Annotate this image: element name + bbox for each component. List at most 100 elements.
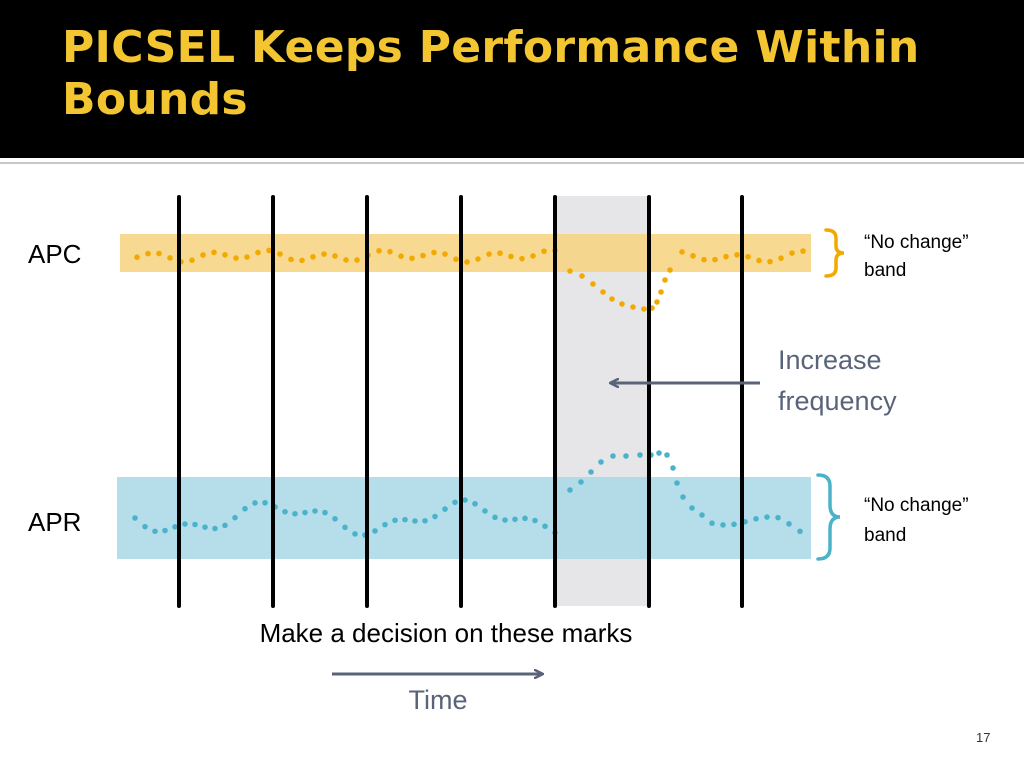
series-dot	[167, 255, 173, 261]
series-dot	[680, 494, 686, 500]
series-dot	[637, 452, 643, 458]
series-dot	[182, 521, 188, 527]
series-dot	[442, 251, 448, 257]
series-dot	[690, 253, 696, 259]
series-dot	[522, 515, 528, 522]
series-dot	[701, 256, 707, 263]
decision-marks	[177, 195, 744, 608]
series-dot	[679, 249, 685, 255]
series-dot	[453, 256, 459, 263]
series-dot	[192, 521, 198, 528]
series-dot	[431, 249, 437, 256]
apr-band-label: “No change” band	[864, 495, 974, 546]
apc-band-label-line2: band	[864, 260, 906, 281]
series-dot	[578, 479, 584, 485]
series-dot	[409, 255, 415, 262]
series-dot	[670, 465, 676, 471]
apr-no-change-band	[117, 477, 811, 559]
series-dot	[288, 256, 294, 263]
series-dot	[610, 453, 616, 459]
series-dot	[567, 487, 573, 493]
apc-band-label-line1: “No change”	[864, 232, 969, 253]
series-dot	[630, 304, 636, 310]
series-dot	[492, 514, 498, 521]
series-dot	[156, 250, 162, 257]
series-dot	[472, 500, 478, 507]
series-dot	[222, 522, 228, 529]
series-dot	[753, 515, 759, 522]
series-dot	[623, 453, 629, 459]
apc-row-label: APC	[28, 239, 81, 269]
series-dot	[134, 254, 140, 261]
series-dot	[786, 521, 792, 527]
apr-row-label: APR	[28, 507, 81, 537]
series-dot	[342, 524, 348, 531]
series-dot	[262, 499, 268, 506]
series-dot	[277, 251, 283, 257]
series-dot	[723, 253, 729, 260]
series-dot	[789, 250, 795, 256]
series-dot	[764, 514, 770, 520]
apc-band-label: “No change” band	[864, 232, 974, 281]
series-dot	[200, 252, 206, 258]
series-dot	[667, 267, 673, 273]
series-dot	[398, 253, 404, 259]
series-dot	[202, 524, 208, 530]
series-dot	[800, 248, 806, 254]
increase-frequency-label: Increase frequency	[778, 345, 897, 416]
series-dot	[664, 452, 670, 458]
series-dot	[232, 514, 238, 521]
series-dot	[689, 505, 695, 511]
series-dot	[392, 517, 398, 524]
apr-series	[132, 450, 803, 538]
series-dot	[699, 512, 705, 518]
series-dot	[222, 251, 228, 258]
series-dot	[745, 253, 751, 260]
series-dot	[432, 513, 438, 520]
apc-band-brace	[824, 228, 845, 278]
series-dot	[619, 301, 625, 307]
series-dot	[720, 522, 726, 528]
series-dot	[541, 248, 547, 255]
time-label: Time	[409, 685, 468, 715]
series-dot	[376, 247, 382, 254]
series-dot	[588, 469, 594, 475]
decision-marks-caption: Make a decision on these marks	[260, 618, 633, 648]
series-dot	[292, 510, 298, 517]
series-dot	[486, 251, 492, 257]
series-dot	[674, 480, 680, 486]
series-dot	[475, 256, 481, 262]
series-dot	[464, 259, 470, 265]
series-dot	[352, 531, 358, 537]
apc-no-change-band	[120, 234, 811, 272]
series-dot	[654, 299, 660, 305]
apr-band-label-line2: band	[864, 525, 906, 546]
series-dot	[145, 250, 151, 257]
series-dot	[387, 248, 393, 255]
series-dot	[497, 250, 503, 256]
series-dot	[462, 497, 468, 503]
increase-frequency-line2: frequency	[778, 386, 897, 416]
series-dot	[332, 515, 338, 522]
series-dot	[797, 528, 803, 535]
series-dot	[778, 255, 784, 261]
series-dot	[734, 252, 740, 258]
series-dot	[442, 506, 448, 512]
series-dot	[519, 255, 525, 262]
series-dot	[567, 268, 573, 274]
series-dot	[709, 520, 715, 527]
series-dot	[282, 508, 288, 515]
series-dot	[299, 257, 305, 264]
series-dot	[512, 516, 518, 523]
series-dot	[312, 508, 318, 514]
series-dot	[656, 450, 662, 456]
series-dot	[152, 528, 158, 535]
series-dot	[412, 518, 418, 524]
series-dot	[590, 281, 596, 287]
series-dot	[132, 515, 138, 521]
series-dot	[767, 258, 773, 265]
apc-series	[134, 247, 806, 312]
series-dot	[532, 517, 538, 524]
series-dot	[756, 257, 762, 264]
